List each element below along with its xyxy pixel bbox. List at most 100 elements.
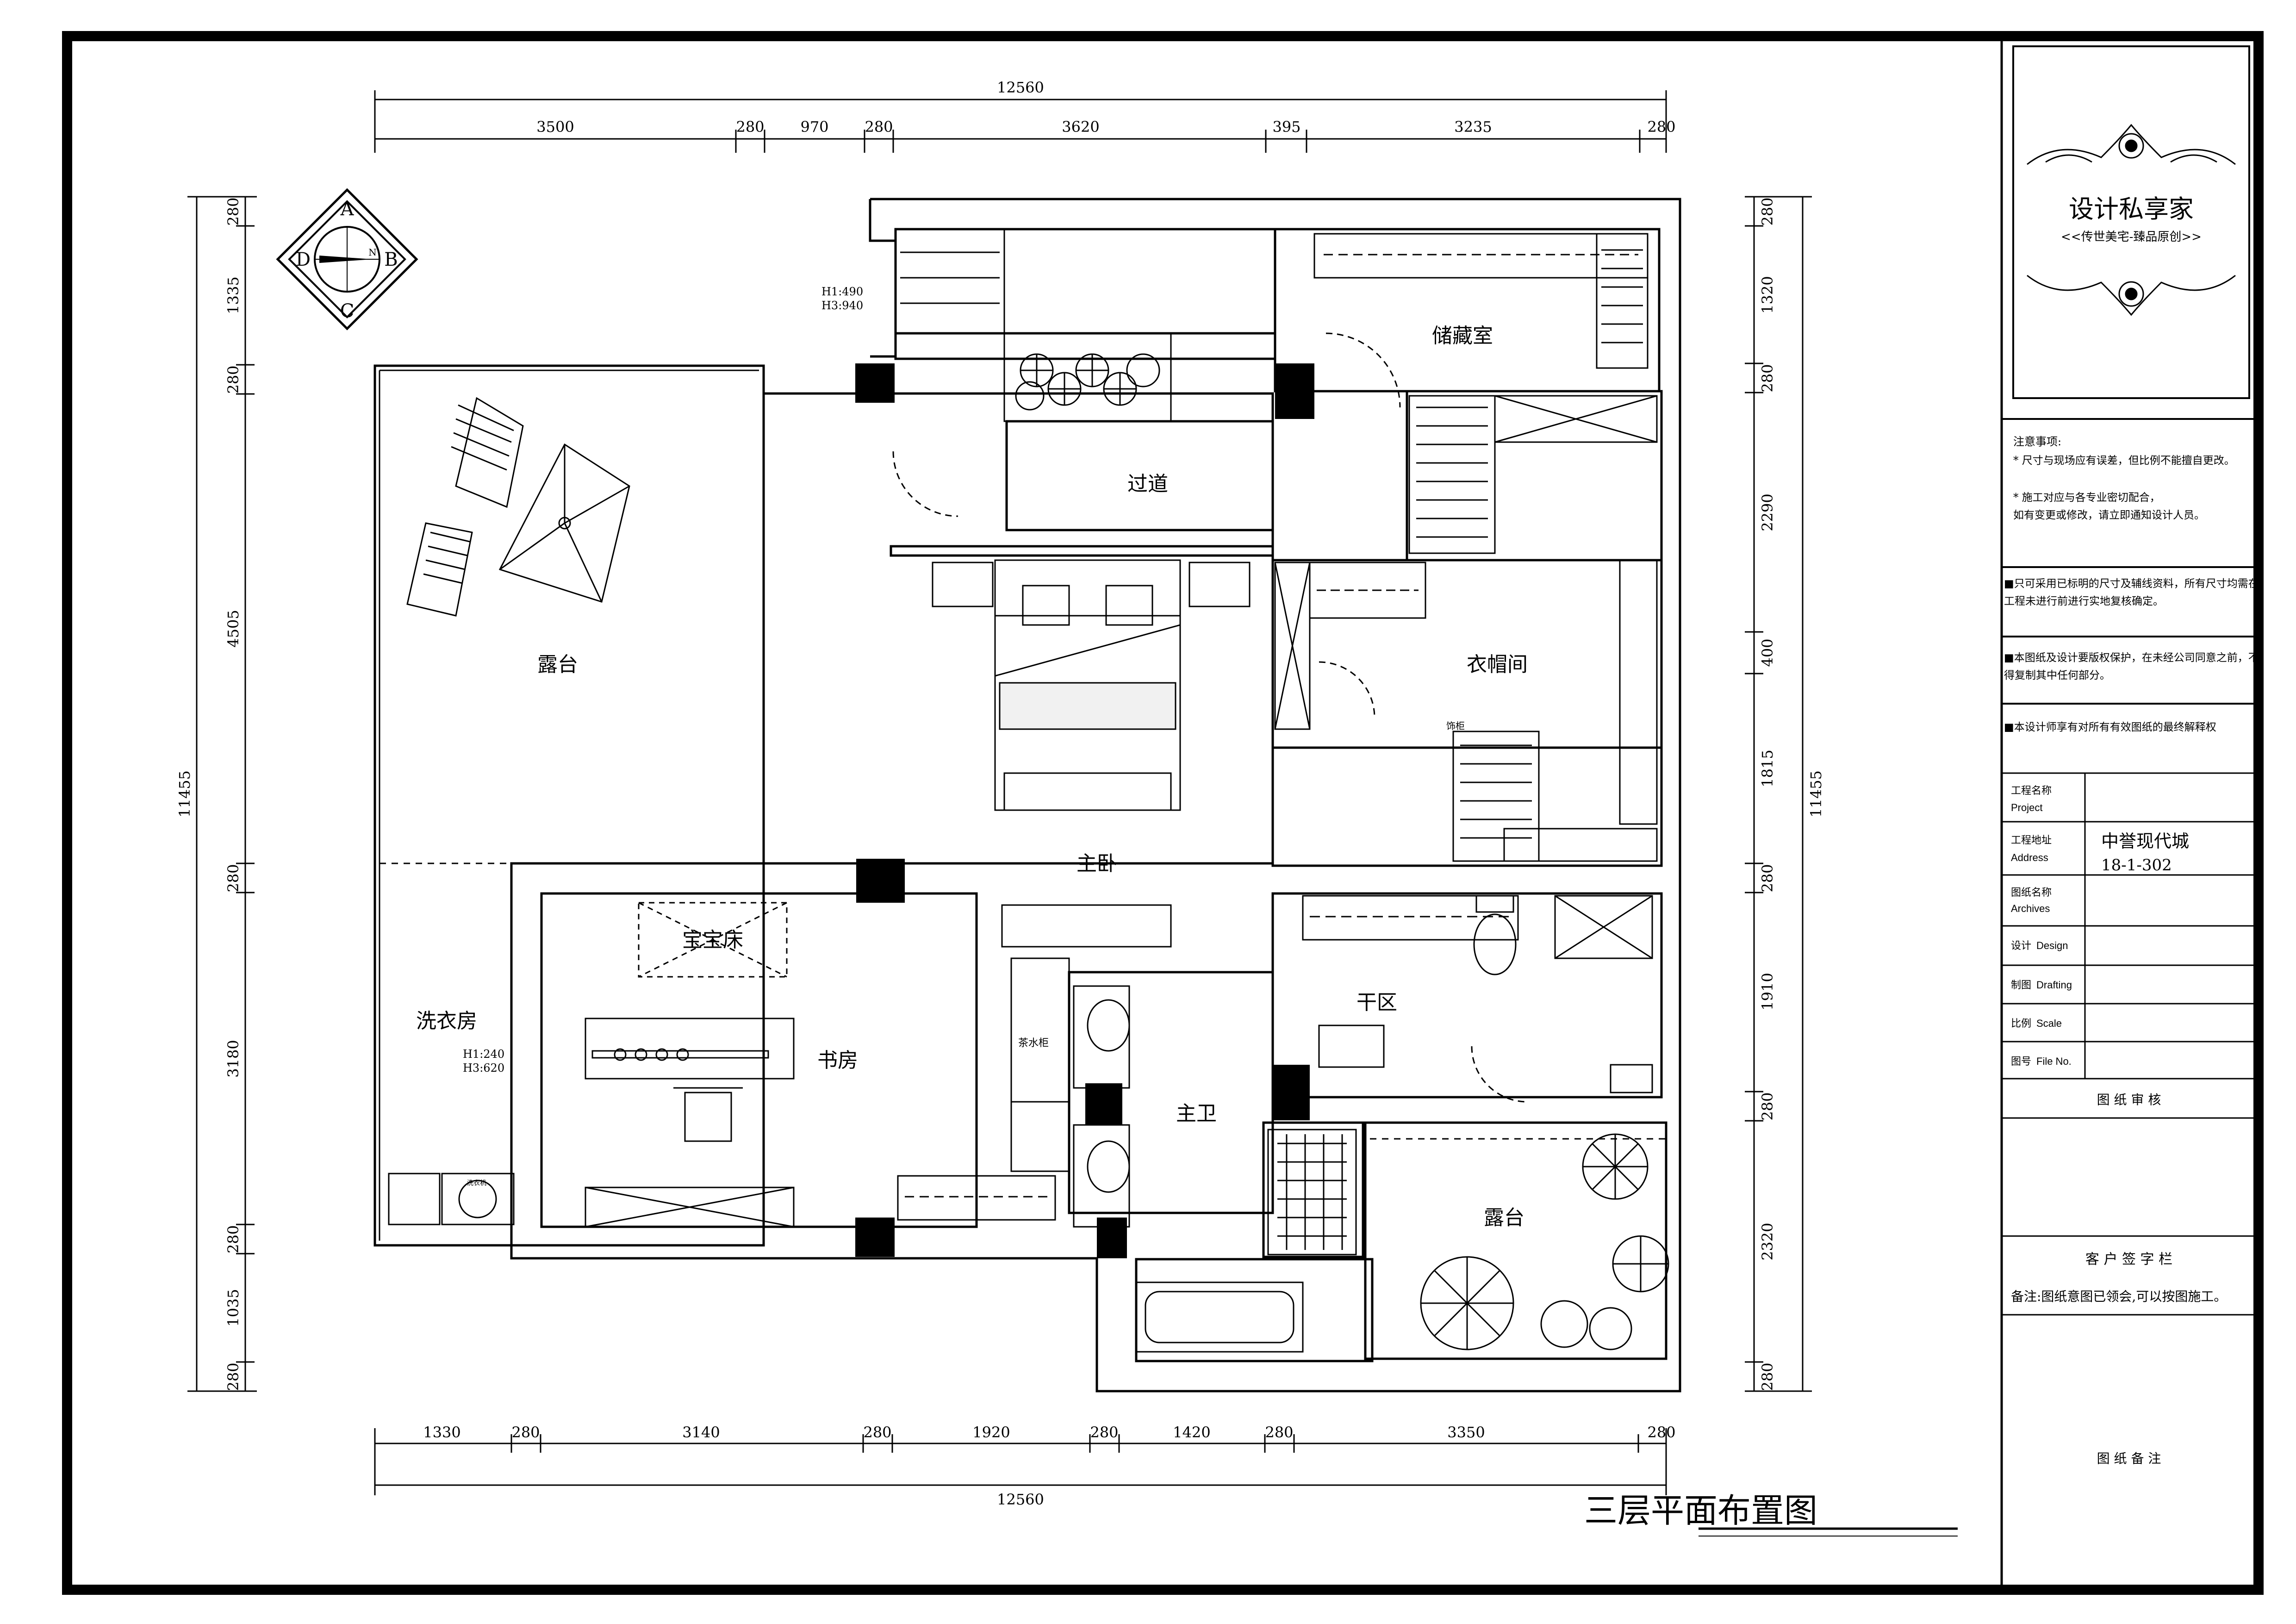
bottom-dim-7: 1420 (1173, 1424, 1210, 1441)
right-dim-4: 2290 (1759, 493, 1776, 531)
bottom-dim-10: 280 (1647, 1424, 1675, 1441)
top-dim-4: 280 (865, 118, 893, 136)
right-dim-7: 280 (1759, 864, 1776, 892)
bottom-dim-1: 1330 (423, 1424, 460, 1441)
left-dim-9: 280 (224, 1362, 242, 1391)
note-1: * 尺寸与现场应有误差，但比例不能擅自更改。 (2013, 455, 2235, 467)
room-labels: 储藏室 过道 露台 衣帽间 主卧 宝宝床 洗衣房 书房 干区 主卫 露台 (416, 324, 1528, 1230)
left-total-dimension: 11455 (176, 770, 193, 818)
field-drafting-cn: 制图 (2011, 980, 2031, 991)
washer-label: 洗衣机 (467, 1180, 486, 1187)
bottom-dimension-ticks (374, 1428, 1667, 1495)
master-bed (932, 559, 1251, 948)
cloak-shelf-label: 饰柜 (1446, 720, 1465, 731)
field-project-en: Project (2011, 802, 2042, 813)
right-dim-11: 280 (1759, 1362, 1776, 1391)
rule-4: 得复制其中任何部分。 (2004, 669, 2110, 681)
top-dim-8: 280 (1647, 118, 1675, 136)
top-dim-3: 970 (800, 118, 828, 136)
room-cloakroom: 衣帽间 (1467, 653, 1528, 676)
client-signature-heading: 客 户 签 字 栏 (2085, 1251, 2172, 1268)
top-dim-7: 3235 (1454, 118, 1492, 136)
room-master-bath: 主卫 (1176, 1102, 1217, 1125)
drawing-title: 三层平面布置图 (1584, 1491, 1817, 1530)
field-drafting-en: Drafting (2036, 979, 2072, 991)
top-dim-1: 3500 (536, 118, 574, 136)
stair-h3-label: H3:940 (821, 299, 863, 312)
field-scale-cn: 比例 (2011, 1018, 2031, 1030)
left-dim-3: 280 (224, 365, 242, 394)
bottom-dim-8: 280 (1265, 1424, 1293, 1441)
right-dim-3: 280 (1759, 364, 1776, 392)
field-address-cn: 工程地址 (2011, 835, 2052, 846)
compass-letter-b: B (384, 249, 398, 270)
door-swings (892, 332, 1528, 1103)
review-heading: 图 纸 审 核 (2097, 1092, 2161, 1107)
right-dim-1: 280 (1759, 197, 1776, 225)
field-address-value: 中誉现代城 (2101, 831, 2189, 851)
terrace-plants-icon (1420, 1133, 1669, 1350)
laundry-h1-label: H1:240 (463, 1048, 504, 1061)
top-dimension-labels: 12560 3500 280 970 280 3620 395 3235 280 (536, 79, 1675, 136)
field-project-cn: 工程名称 (2011, 785, 2052, 797)
field-fileno-cn: 图号 (2011, 1056, 2031, 1068)
rule-3: ■本图纸及设计要版权保护，在未经公司同意之前，不 (2004, 652, 2259, 664)
stair-steps (900, 251, 1172, 422)
field-archives-cn: 图纸名称 (2011, 887, 2052, 899)
bottom-dimension-labels: 1330 280 3140 280 1920 280 1420 280 3350… (423, 1424, 1675, 1508)
ornament-bottom-icon (2027, 275, 2236, 316)
compass-letter-c: C (340, 300, 355, 322)
bottom-dim-2: 280 (511, 1424, 540, 1441)
compass-letter-a: A (340, 199, 355, 220)
top-total-dimension: 12560 (997, 79, 1044, 96)
left-dim-1: 280 (224, 197, 242, 225)
room-terrace-west: 露台 (537, 653, 578, 676)
right-dimension-labels: 11455 280 1320 280 2290 400 1815 280 191… (1759, 197, 1825, 1391)
room-corridor: 过道 (1127, 472, 1168, 496)
storage-shelves (897, 233, 1658, 1221)
dashed-boundaries (380, 862, 1666, 1140)
top-dim-2: 280 (736, 118, 764, 136)
field-design-cn: 设计 (2011, 940, 2031, 952)
left-dim-5: 280 (224, 864, 242, 892)
right-dim-8: 1910 (1759, 973, 1776, 1010)
rule-5: ■本设计师享有对所有有效图纸的最终解释权 (2004, 721, 2216, 733)
room-master-bedroom: 主卧 (1076, 852, 1117, 875)
remarks-heading: 图 纸 备 注 (2097, 1451, 2161, 1466)
room-terrace-east: 露台 (1484, 1206, 1524, 1230)
compass-letter-d: D (296, 249, 311, 270)
bottom-total-dimension: 12560 (997, 1491, 1044, 1508)
left-dim-8: 1035 (224, 1289, 242, 1326)
left-dimension-labels: 11455 280 1335 280 4505 280 3180 280 103… (176, 197, 242, 1391)
field-design-en: Design (2036, 940, 2068, 951)
right-total-dimension: 11455 (1807, 770, 1825, 818)
compass-icon: A B C D N (276, 188, 418, 331)
bottom-dim-3: 3140 (682, 1424, 720, 1441)
room-dry-area: 干区 (1356, 991, 1397, 1014)
ornament-top-icon (2027, 124, 2236, 165)
small-labels: H1:490 H3:940 H1:240 H3:620 茶水柜 饰柜 洗衣机 (463, 285, 1465, 1187)
bottom-dim-5: 1920 (972, 1424, 1010, 1441)
field-archives-en: Archives (2011, 903, 2050, 914)
client-note: 备注:图纸意图已领会,可以按图施工。 (2011, 1289, 2227, 1304)
crib (638, 902, 788, 978)
right-dim-9: 280 (1759, 1092, 1776, 1120)
left-dim-2: 1335 (224, 276, 242, 314)
rule-1: ■只可采用已标明的尺寸及辅线资料，所有尺寸均需在 (2004, 578, 2259, 590)
right-dimension-ticks (1745, 196, 1812, 1392)
brand-name: 设计私享家 (2069, 194, 2194, 224)
top-dim-5: 3620 (1062, 118, 1099, 136)
bottom-dim-6: 280 (1090, 1424, 1118, 1441)
lounge-chairs-icon (406, 397, 630, 617)
stair-plants-icon (1015, 353, 1160, 411)
room-study: 书房 (817, 1049, 858, 1072)
columns (855, 363, 1314, 1258)
sheet-border (62, 31, 2264, 1595)
bottom-dim-9: 3350 (1447, 1424, 1485, 1441)
top-dimension-ticks (374, 90, 1667, 153)
right-dim-2: 1320 (1759, 276, 1776, 313)
right-dim-10: 2320 (1759, 1223, 1776, 1260)
left-dim-4: 4505 (224, 610, 242, 647)
brand-slogan: <<传世美宅-臻品原创>> (2061, 230, 2202, 244)
